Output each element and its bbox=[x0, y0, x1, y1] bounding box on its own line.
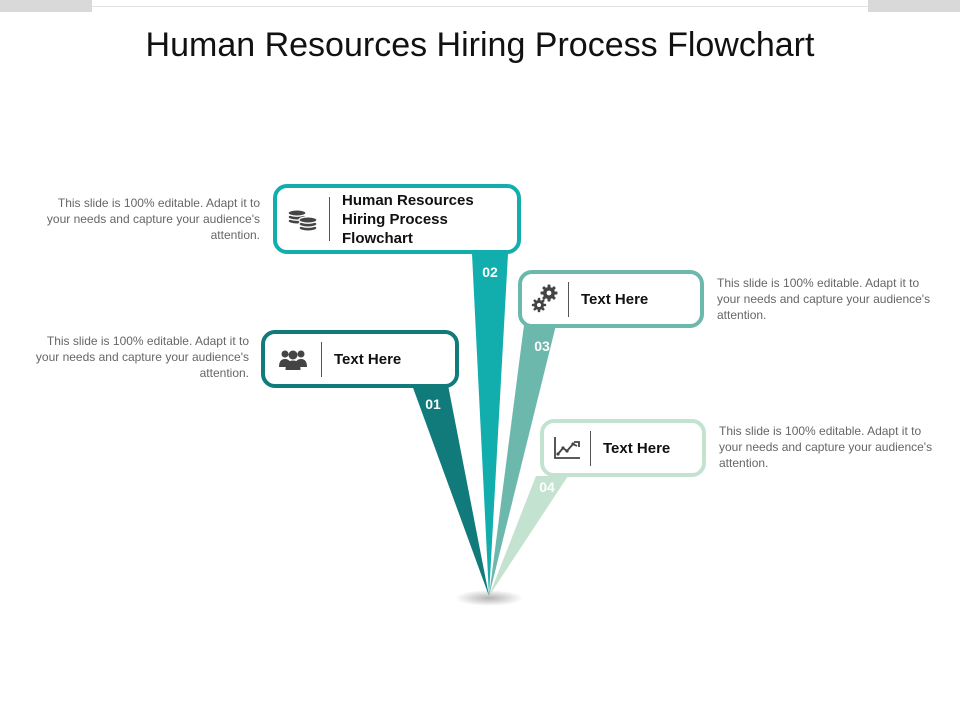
step-04-card: Text Here bbox=[540, 419, 706, 477]
step-number-02: 02 bbox=[482, 264, 498, 280]
step-04-label: Text Here bbox=[603, 439, 671, 457]
coins-icon bbox=[277, 204, 329, 234]
gears-icon bbox=[522, 283, 568, 315]
top-divider bbox=[92, 6, 868, 7]
card-divider bbox=[568, 281, 569, 317]
top-right-tab bbox=[868, 0, 960, 12]
step-01-label: Text Here bbox=[334, 350, 402, 368]
ray-01 bbox=[412, 385, 489, 596]
step-number-03: 03 bbox=[534, 338, 550, 354]
card-divider bbox=[321, 341, 322, 377]
line-chart-icon bbox=[544, 435, 590, 461]
users-group-icon bbox=[265, 347, 321, 371]
step-03-card: Text Here bbox=[518, 270, 704, 328]
ray-02 bbox=[472, 254, 508, 596]
card-divider bbox=[590, 430, 591, 466]
card-divider bbox=[329, 197, 330, 241]
base-shadow bbox=[455, 590, 523, 606]
step-03-description: This slide is 100% editable. Adapt it to… bbox=[717, 276, 931, 322]
step-02-card: Human Resources Hiring Process Flowchart bbox=[273, 184, 521, 254]
step-02-label: Human Resources Hiring Process Flowchart bbox=[342, 191, 474, 247]
step-02-description: This slide is 100% editable. Adapt it to… bbox=[46, 196, 260, 242]
step-number-01: 01 bbox=[425, 396, 441, 412]
top-left-tab bbox=[0, 0, 92, 12]
step-04-description: This slide is 100% editable. Adapt it to… bbox=[719, 424, 933, 470]
step-03-label: Text Here bbox=[581, 290, 649, 308]
ray-04 bbox=[489, 476, 568, 596]
page-title: Human Resources Hiring Process Flowchart bbox=[145, 26, 815, 64]
ray-03 bbox=[489, 325, 556, 596]
step-01-card: Text Here bbox=[261, 330, 459, 388]
step-01-description: This slide is 100% editable. Adapt it to… bbox=[35, 334, 249, 380]
step-number-04: 04 bbox=[539, 479, 555, 495]
